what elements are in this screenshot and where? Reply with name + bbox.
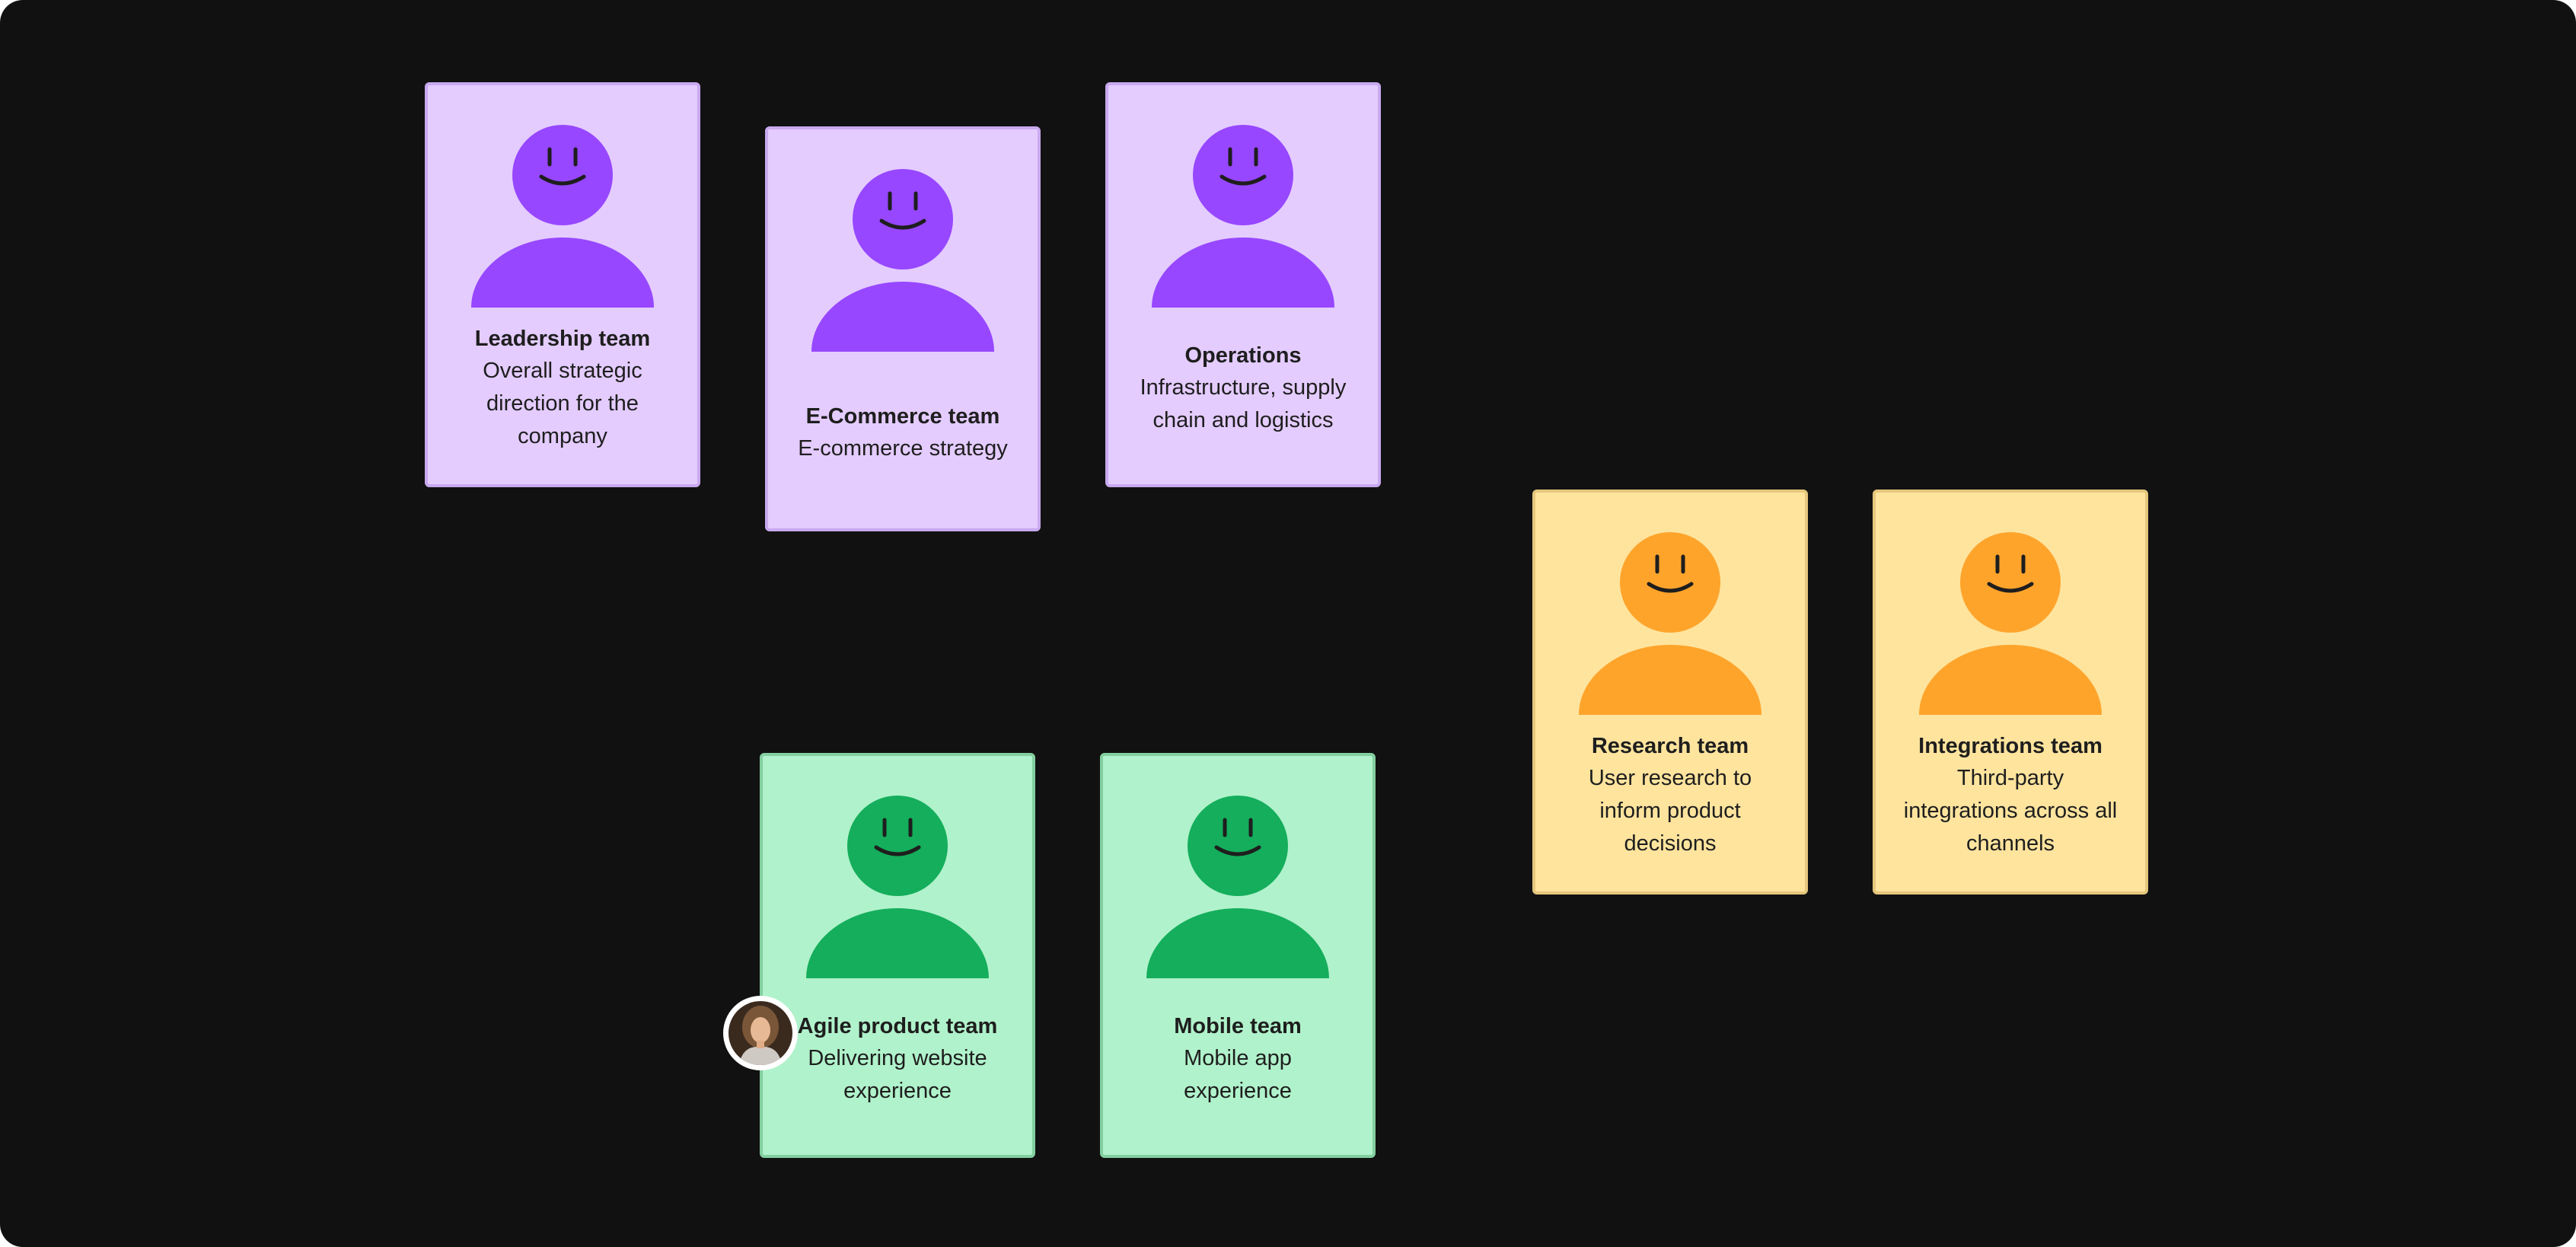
card-description-line: User research to — [1588, 766, 1752, 790]
person-icon — [471, 125, 654, 308]
card-description-line: integrations across all — [1903, 799, 2118, 823]
person-icon — [1146, 796, 1329, 978]
card-description-line: experience — [1184, 1079, 1292, 1103]
card-description-line: chain and logistics — [1153, 408, 1334, 432]
card-description-line: Delivering website — [808, 1046, 987, 1070]
card-leadership-team[interactable]: Leadership team Overall strategic direct… — [425, 82, 700, 487]
card-mobile-team[interactable]: Mobile team Mobile app experience — [1100, 753, 1376, 1158]
user-photo-icon — [728, 1001, 792, 1065]
card-operations[interactable]: Operations Infrastructure, supply chain … — [1105, 82, 1381, 487]
person-icon — [811, 169, 994, 352]
card-title: Leadership team — [474, 327, 651, 351]
card-description-line: Infrastructure, supply — [1140, 375, 1347, 400]
card-integrations-team[interactable]: Integrations team Third-party integratio… — [1873, 490, 2148, 895]
card-title: E-Commerce team — [805, 404, 1000, 429]
card-title: Research team — [1591, 734, 1749, 758]
card-description-line: Overall strategic — [483, 359, 642, 383]
card-description-line: decisions — [1624, 831, 1717, 856]
card-title: Mobile team — [1174, 1014, 1302, 1038]
card-description-line: Mobile app — [1184, 1046, 1292, 1070]
card-description-line: inform product — [1599, 799, 1741, 823]
person-icon — [806, 796, 989, 978]
card-description-line: company — [518, 424, 607, 448]
card-research-team[interactable]: Research team User research to inform pr… — [1532, 490, 1808, 895]
card-agile-product-team[interactable]: Agile product team Delivering website ex… — [760, 753, 1035, 1158]
card-title: Agile product team — [797, 1014, 998, 1038]
user-avatar[interactable] — [723, 996, 798, 1070]
card-description-line: direction for the — [486, 391, 639, 416]
card-description-line: E-commerce strategy — [798, 436, 1008, 461]
person-icon — [1152, 125, 1334, 308]
card-ecommerce-team[interactable]: E-Commerce team E-commerce strategy — [765, 126, 1041, 531]
card-description-line: experience — [843, 1079, 952, 1103]
person-icon — [1919, 532, 2102, 715]
card-description-line: Third-party — [1956, 766, 2064, 790]
card-title: Operations — [1184, 343, 1302, 368]
card-title: Integrations team — [1918, 734, 2103, 758]
person-icon — [1579, 532, 1761, 715]
card-description-line: channels — [1965, 831, 2055, 856]
